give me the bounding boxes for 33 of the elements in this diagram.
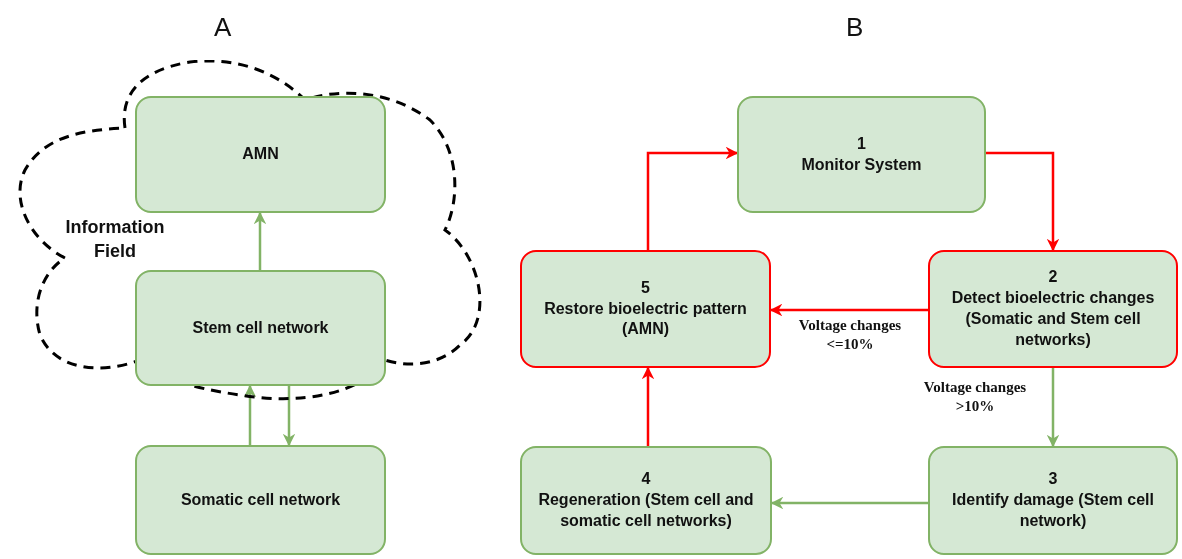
panel-label: A xyxy=(214,12,232,43)
process-box xyxy=(928,250,1178,368)
box-text: Restore bioelectric pattern (AMN) xyxy=(543,298,748,340)
step-number: 1 xyxy=(856,133,867,154)
step-number: 5 xyxy=(640,277,651,298)
arrow xyxy=(282,386,296,447)
box-text: Somatic cell network xyxy=(179,489,342,510)
process-box xyxy=(737,96,986,213)
arrow xyxy=(770,496,928,510)
process-box xyxy=(520,250,771,368)
process-box xyxy=(928,446,1178,555)
box-text: Stem cell network xyxy=(191,317,330,338)
box-text: Regeneration (Stem cell and somatic cell networks) xyxy=(537,490,755,531)
arrow xyxy=(243,384,257,445)
process-box xyxy=(520,446,772,555)
arrow xyxy=(1046,368,1060,448)
arrow xyxy=(253,211,267,270)
panel-label: B xyxy=(846,12,864,43)
step-number: 2 xyxy=(1047,267,1059,288)
arrow xyxy=(986,151,1060,252)
box-text: Identify damage (Stem cell network) xyxy=(951,490,1155,531)
step-number: 4 xyxy=(640,469,652,490)
box-text: AMN xyxy=(241,144,280,165)
step-number: 3 xyxy=(1047,469,1059,490)
process-box xyxy=(135,445,386,555)
arrow xyxy=(641,366,655,446)
box-text: Detect bioelectric changes (Somatic and Stem cell networks) xyxy=(950,288,1156,350)
process-box xyxy=(135,96,386,213)
box-text: Monitor System xyxy=(800,154,923,175)
process-box xyxy=(135,270,386,386)
arrow xyxy=(769,303,928,317)
cloud-label: Information Field xyxy=(55,215,175,264)
arrow xyxy=(646,146,739,250)
